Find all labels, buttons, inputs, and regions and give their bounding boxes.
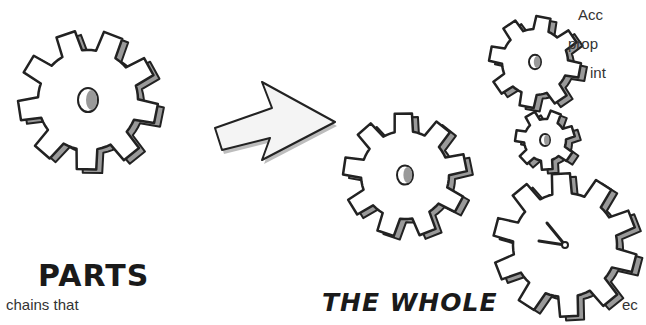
gear: [18, 31, 164, 173]
text-fragment: chains that: [6, 296, 79, 313]
whole-label: THE WHOLE: [322, 288, 498, 317]
arrow: [215, 82, 337, 164]
text-fragment: int: [590, 64, 606, 81]
gear: [343, 113, 473, 239]
text-fragment: Acc: [578, 6, 603, 23]
gear: [515, 111, 581, 174]
text-fragment: ec: [622, 296, 638, 313]
gear: [489, 16, 587, 112]
gear: [494, 173, 643, 320]
text-fragment: prop: [568, 35, 598, 52]
part-label: PARTS: [38, 258, 149, 293]
